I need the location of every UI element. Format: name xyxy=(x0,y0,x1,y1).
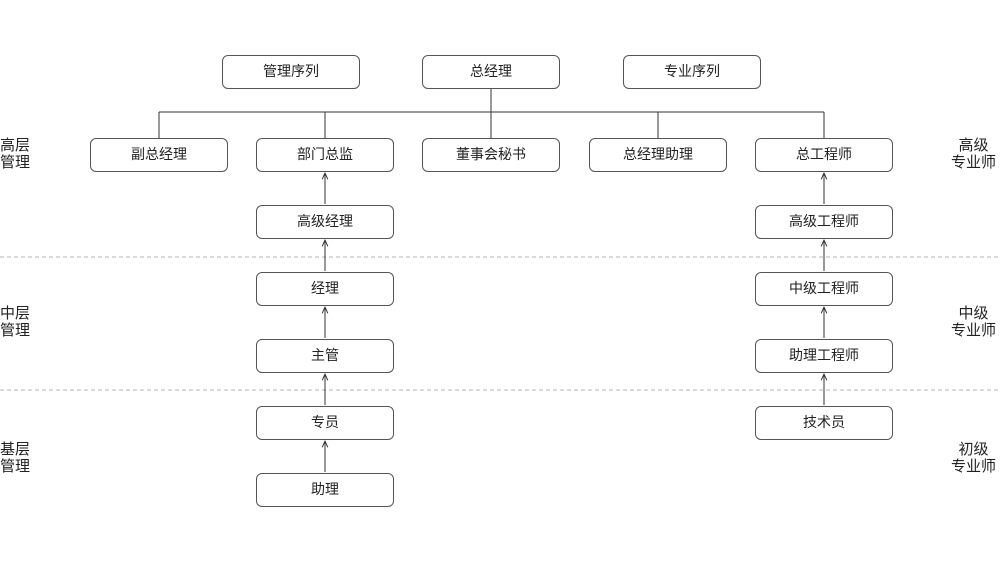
board-secretary-box: 董事会秘书 xyxy=(422,138,560,172)
senior-manager-box: 高级经理 xyxy=(256,205,394,239)
right-level-middle-label: 中级 专业师 xyxy=(951,305,996,339)
left-level-middle-label: 中层 管理 xyxy=(0,305,30,339)
right-level-middle-line1: 中级 xyxy=(958,304,989,322)
left-level-middle-line1: 中层 xyxy=(0,304,31,322)
assistant-engineer-box: 助理工程师 xyxy=(755,339,893,373)
manager-box: 经理 xyxy=(256,272,394,306)
left-level-senior-line1: 高层 xyxy=(0,136,31,154)
right-level-senior-label: 高级 专业师 xyxy=(951,137,996,171)
gm-assistant-box: 总经理助理 xyxy=(589,138,727,172)
department-director-box: 部门总监 xyxy=(256,138,394,172)
right-level-middle-line2: 专业师 xyxy=(951,321,997,339)
intermediate-engineer-box: 中级工程师 xyxy=(755,272,893,306)
right-level-junior-line1: 初级 xyxy=(958,440,989,458)
technician-box: 技术员 xyxy=(755,406,893,440)
right-level-senior-line1: 高级 xyxy=(958,136,989,154)
left-level-basic-line2: 管理 xyxy=(0,457,31,475)
assistant-box: 助理 xyxy=(256,473,394,507)
left-level-middle-line2: 管理 xyxy=(0,321,31,339)
right-level-junior-line2: 专业师 xyxy=(951,457,997,475)
professional-track-box: 专业序列 xyxy=(623,55,761,89)
general-manager-box: 总经理 xyxy=(422,55,560,89)
left-level-senior-label: 高层 管理 xyxy=(0,137,30,171)
senior-engineer-box: 高级工程师 xyxy=(755,205,893,239)
supervisor-box: 主管 xyxy=(256,339,394,373)
left-level-basic-label: 基层 管理 xyxy=(0,441,30,475)
right-level-junior-label: 初级 专业师 xyxy=(951,441,996,475)
left-level-senior-line2: 管理 xyxy=(0,153,31,171)
management-track-box: 管理序列 xyxy=(222,55,360,89)
left-level-basic-line1: 基层 xyxy=(0,440,31,458)
specialist-box: 专员 xyxy=(256,406,394,440)
deputy-gm-box: 副总经理 xyxy=(90,138,228,172)
right-level-senior-line2: 专业师 xyxy=(951,153,997,171)
chief-engineer-box: 总工程师 xyxy=(755,138,893,172)
